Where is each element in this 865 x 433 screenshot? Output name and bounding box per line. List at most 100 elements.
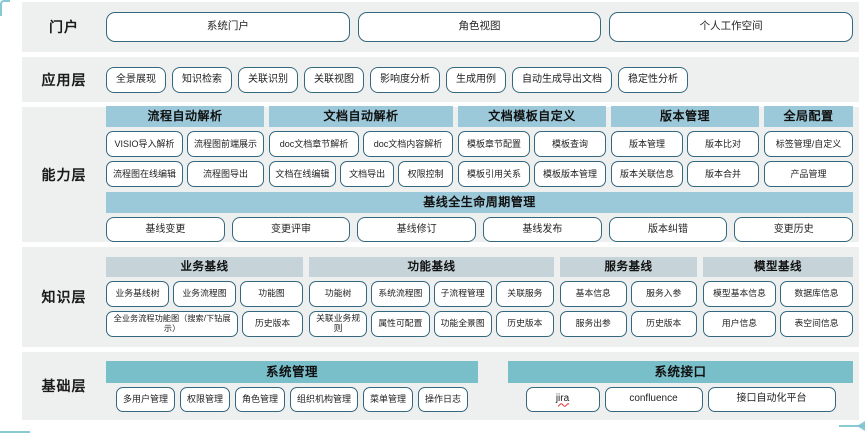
layer-label-foundation: 基础层 xyxy=(41,378,87,394)
application-item-3[interactable]: 关联视图 xyxy=(304,66,364,93)
decorative-corner-top-left xyxy=(0,0,10,16)
knowledge-item-2-1-1[interactable]: 历史版本 xyxy=(630,310,697,337)
capability-item-1-1-2[interactable]: 权限控制 xyxy=(398,161,453,187)
capability-item-2-0-0[interactable]: 模板章节配置 xyxy=(458,131,530,157)
layer-label-application: 应用层 xyxy=(41,71,87,88)
capability-item-0-1-1[interactable]: 流程图导出 xyxy=(187,161,264,187)
layer-label-knowledge: 知识层 xyxy=(41,289,87,305)
capability-item-3-0-1[interactable]: 版本比对 xyxy=(687,131,759,157)
capability-group-0-row-0: VISIO导入解析 流程图前端展示 xyxy=(106,131,264,157)
foundation-item-0-0-3[interactable]: 组织机构管理 xyxy=(290,386,359,412)
foundation-item-confluence[interactable]: confluence xyxy=(604,386,703,412)
knowledge-item-0-0-1[interactable]: 业务流程图 xyxy=(173,280,236,307)
knowledge-item-0-0-0[interactable]: 业务基线树 xyxy=(106,280,169,307)
knowledge-item-3-1-0[interactable]: 用户信息 xyxy=(703,310,776,337)
knowledge-group-2-rows: 基本信息 服务入参 服务出参 历史版本 xyxy=(560,280,697,337)
baseline-item-1[interactable]: 变更评审 xyxy=(231,217,351,242)
portal-item-0[interactable]: 系统门户 xyxy=(106,12,350,42)
foundation-item-0-0-5[interactable]: 操作日志 xyxy=(418,386,469,412)
capability-item-4-0-0[interactable]: 标签管理/自定义 xyxy=(764,131,853,157)
baseline-item-4[interactable]: 版本纠错 xyxy=(608,217,728,242)
capability-item-0-0-1[interactable]: 流程图前端展示 xyxy=(187,131,264,157)
capability-group-3-title: 版本管理 xyxy=(611,106,759,127)
layer-label-portal: 门户 xyxy=(49,19,79,35)
knowledge-group-0-row-1: 全业务流程功能图（搜索/下钻展示） 历史版本 xyxy=(106,310,303,337)
capability-item-2-1-1[interactable]: 模板版本管理 xyxy=(534,161,606,187)
knowledge-group-3-title: 模型基线 xyxy=(703,256,853,277)
knowledge-item-1-0-1[interactable]: 系统流程图 xyxy=(371,280,430,307)
capability-item-4-1-0[interactable]: 产品管理 xyxy=(764,161,853,187)
layer-application: 应用层 全景展现 知识检索 关联识别 关联视图 影响度分析 生成用例 自动生成导… xyxy=(22,57,859,102)
capability-item-1-1-0[interactable]: 文档在线编辑 xyxy=(269,161,336,187)
capability-group-1-row-0: doc文档章节解析 doc文档内容解析 xyxy=(269,131,453,157)
capability-item-3-1-0[interactable]: 版本关联信息 xyxy=(611,161,683,187)
layer-portal: 门户 系统门户 角色视图 个人工作空间 xyxy=(22,2,859,52)
knowledge-group-1-rows: 功能树 系统流程图 子流程管理 关联服务 关联业务规则 属性可配置 功能全景图 … xyxy=(309,280,554,337)
portal-item-2[interactable]: 个人工作空间 xyxy=(609,12,854,42)
capability-group-1: 文档自动解析 doc文档章节解析 doc文档内容解析 文档在线编辑 文档导出 权… xyxy=(269,106,453,187)
application-item-2[interactable]: 关联识别 xyxy=(238,66,298,93)
knowledge-group-1-row-1: 关联业务规则 属性可配置 功能全景图 历史版本 xyxy=(309,310,554,337)
baseline-item-2[interactable]: 基线修订 xyxy=(357,217,477,242)
foundation-item-0-0-1[interactable]: 权限管理 xyxy=(179,386,230,412)
layer-foundation: 基础层 系统管理 多用户管理 权限管理 角色管理 组织机构管理 菜单管理 操作日… xyxy=(22,352,859,420)
capability-group-2-row-0: 模板章节配置 模板查询 xyxy=(458,131,606,157)
application-item-7[interactable]: 稳定性分析 xyxy=(618,66,688,93)
baseline-item-0[interactable]: 基线变更 xyxy=(106,217,225,242)
capability-item-0-0-0[interactable]: VISIO导入解析 xyxy=(106,131,183,157)
knowledge-item-1-1-2[interactable]: 功能全景图 xyxy=(433,310,492,337)
knowledge-item-1-1-0[interactable]: 关联业务规则 xyxy=(309,310,368,337)
knowledge-item-1-1-1[interactable]: 属性可配置 xyxy=(371,310,430,337)
capability-item-2-1-0[interactable]: 模板引用关系 xyxy=(458,161,530,187)
knowledge-item-2-0-0[interactable]: 基本信息 xyxy=(560,280,627,307)
capability-group-4-rows: 标签管理/自定义 产品管理 xyxy=(764,131,853,187)
capability-group-3-row-1: 版本关联信息 版本合并 xyxy=(611,161,759,187)
capability-item-2-0-1[interactable]: 模板查询 xyxy=(534,131,606,157)
knowledge-item-0-1-1[interactable]: 历史版本 xyxy=(242,310,303,337)
portal-item-1[interactable]: 角色视图 xyxy=(357,12,602,42)
layer-capability: 能力层 流程自动解析 VISIO导入解析 流程图前端展示 流程图在线编辑 流程图… xyxy=(22,106,859,242)
jira-label: jira xyxy=(555,393,570,405)
layer-body-application: 全景展现 知识检索 关联识别 关联视图 影响度分析 生成用例 自动生成导出文档 … xyxy=(106,66,859,93)
capability-item-3-0-0[interactable]: 版本管理 xyxy=(611,131,683,157)
knowledge-item-2-1-0[interactable]: 服务出参 xyxy=(560,310,627,337)
knowledge-item-3-0-1[interactable]: 数据库信息 xyxy=(780,280,853,307)
application-item-6[interactable]: 自动生成导出文档 xyxy=(512,66,612,93)
knowledge-item-2-0-1[interactable]: 服务入参 xyxy=(630,280,697,307)
foundation-item-jira[interactable]: jira xyxy=(525,386,600,412)
foundation-item-0-0-4[interactable]: 菜单管理 xyxy=(363,386,414,412)
knowledge-item-0-1-0[interactable]: 全业务流程功能图（搜索/下钻展示） xyxy=(106,310,239,337)
knowledge-item-3-1-1[interactable]: 表空间信息 xyxy=(780,310,853,337)
knowledge-item-1-0-0[interactable]: 功能树 xyxy=(309,280,368,307)
capability-group-2-title: 文档模板自定义 xyxy=(458,106,606,127)
capability-item-0-1-0[interactable]: 流程图在线编辑 xyxy=(106,161,183,187)
layer-label-capability: 能力层 xyxy=(41,166,87,183)
capability-item-1-0-1[interactable]: doc文档内容解析 xyxy=(363,131,453,157)
knowledge-item-0-0-2[interactable]: 功能图 xyxy=(240,280,303,307)
application-item-0[interactable]: 全景展现 xyxy=(106,66,166,93)
capability-item-3-1-1[interactable]: 版本合并 xyxy=(687,161,759,187)
foundation-item-0-0-2[interactable]: 角色管理 xyxy=(234,386,285,412)
layer-body-knowledge: 业务基线 业务基线树 业务流程图 功能图 全业务流程功能图（搜索/下钻展示） 历… xyxy=(106,252,859,343)
application-item-5[interactable]: 生成用例 xyxy=(446,66,506,93)
knowledge-item-1-0-3[interactable]: 关联服务 xyxy=(495,280,554,307)
foundation-item-api-platform[interactable]: 接口自动化平台 xyxy=(707,386,836,412)
knowledge-group-1: 功能基线 功能树 系统流程图 子流程管理 关联服务 关联业务规则 属性可配置 功… xyxy=(309,256,554,337)
foundation-item-0-0-0[interactable]: 多用户管理 xyxy=(115,386,175,412)
capability-group-3-rows: 版本管理 版本比对 版本关联信息 版本合并 xyxy=(611,131,759,187)
capability-group-2-rows: 模板章节配置 模板查询 模板引用关系 模板版本管理 xyxy=(458,131,606,187)
baseline-lifecycle-section: 基线全生命周期管理 基线变更 变更评审 基线修订 基线发布 版本纠错 变更历史 xyxy=(106,192,854,242)
baseline-item-5[interactable]: 变更历史 xyxy=(734,217,854,242)
capability-item-1-1-1[interactable]: 文档导出 xyxy=(339,161,395,187)
knowledge-group-2-title: 服务基线 xyxy=(560,256,697,277)
baseline-item-3[interactable]: 基线发布 xyxy=(483,217,602,242)
application-item-1[interactable]: 知识检索 xyxy=(172,66,232,93)
knowledge-item-1-1-3[interactable]: 历史版本 xyxy=(495,310,554,337)
knowledge-item-3-0-0[interactable]: 模型基本信息 xyxy=(703,280,776,307)
capability-item-1-0-0[interactable]: doc文档章节解析 xyxy=(269,131,359,157)
capability-group-4: 全局配置 标签管理/自定义 产品管理 xyxy=(764,106,853,187)
knowledge-item-1-0-2[interactable]: 子流程管理 xyxy=(433,280,492,307)
knowledge-group-0: 业务基线 业务基线树 业务流程图 功能图 全业务流程功能图（搜索/下钻展示） 历… xyxy=(106,256,303,337)
capability-group-4-title: 全局配置 xyxy=(764,106,853,127)
application-item-4[interactable]: 影响度分析 xyxy=(370,66,440,93)
